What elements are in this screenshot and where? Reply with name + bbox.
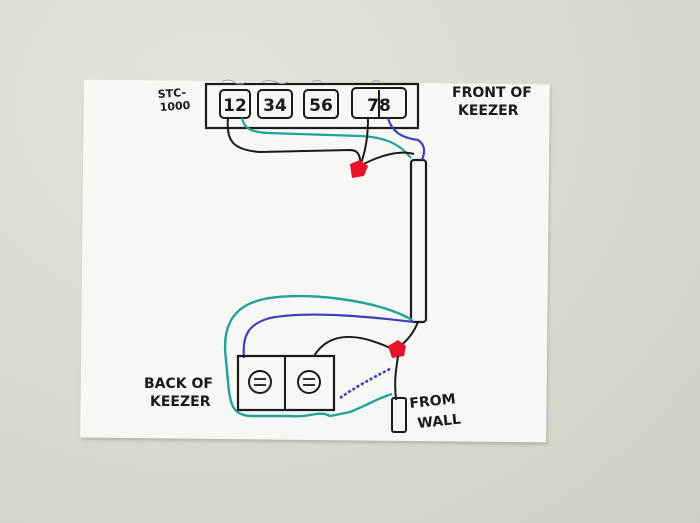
terminal-label: 34 (263, 96, 287, 116)
controller-box (204, 82, 420, 130)
wire-nut-icon (350, 160, 368, 178)
outlet-icon (297, 370, 321, 394)
black-wire (394, 355, 399, 401)
terminal-label: 12 (223, 96, 247, 116)
controller-label-line2: 1000 (159, 99, 191, 114)
black-wire (359, 117, 369, 167)
back-of-keezer-line2: KEEZER (150, 394, 211, 410)
terminal-label: 56 (309, 96, 333, 116)
from-wall-line1: FROM (409, 391, 457, 412)
terminal-label: 78 (367, 96, 391, 116)
front-of-keezer-line1: FRONT OF (452, 85, 532, 101)
controller-label-line1: STC- (157, 86, 186, 101)
terminal-1-2: 12 (219, 89, 251, 119)
teal-wire (223, 294, 413, 418)
terminal-7-8: 78 (351, 87, 407, 119)
blue-wire (242, 313, 415, 359)
outlet-icon (248, 370, 272, 394)
terminal-captions-scribble (221, 79, 381, 85)
power-cord-segment (409, 158, 428, 324)
front-of-keezer-line2: KEEZER (458, 103, 519, 119)
blue-wire (339, 366, 393, 400)
black-wire (399, 321, 419, 347)
terminal-3-4: 34 (257, 89, 293, 119)
wire-nut-icon (388, 340, 406, 358)
black-wire (226, 117, 361, 169)
teal-wire (240, 117, 412, 159)
back-of-keezer-line1: BACK OF (144, 376, 213, 392)
black-wire (313, 336, 391, 357)
from-wall-line2: WALL (417, 412, 462, 432)
blue-wire (386, 117, 426, 161)
wall-cord (391, 397, 407, 433)
terminal-5-6: 56 (303, 89, 339, 119)
black-wire (359, 151, 415, 167)
